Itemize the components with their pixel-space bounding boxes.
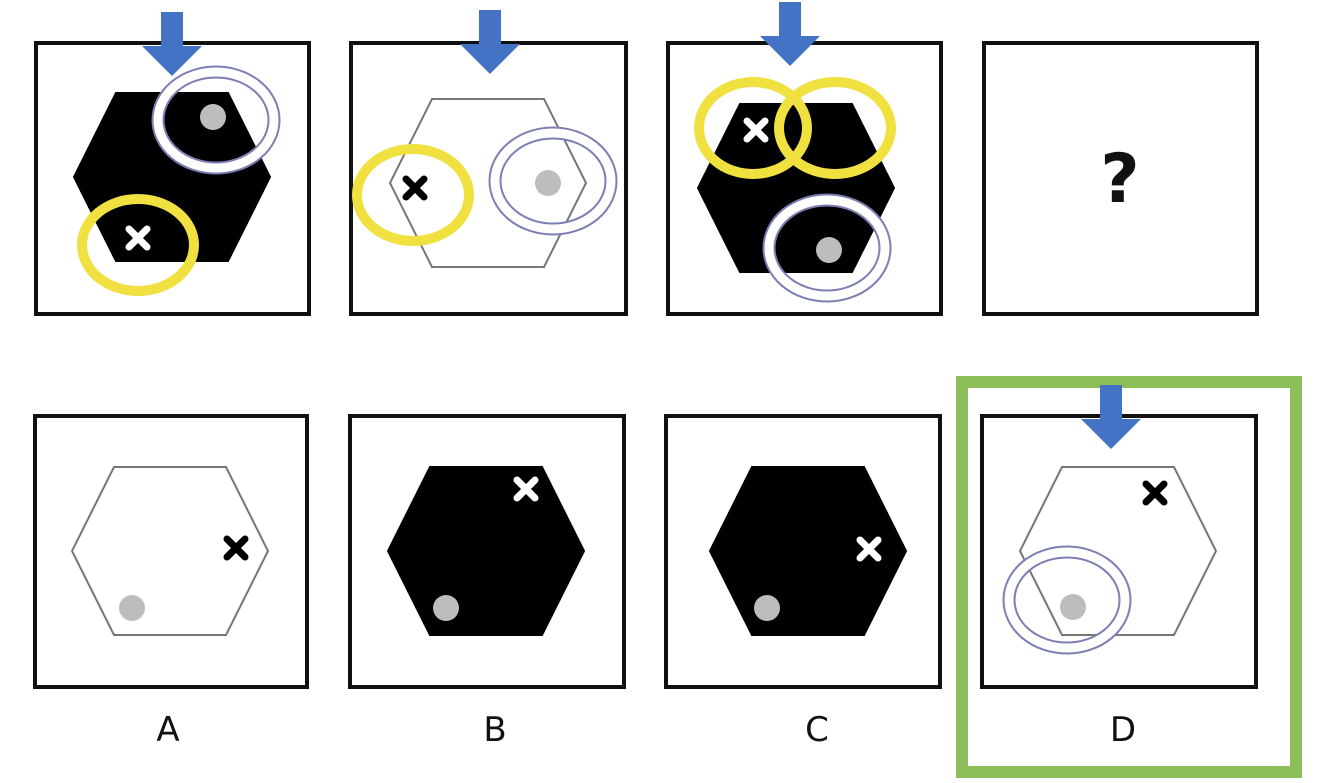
panel-3-x-mark (743, 117, 769, 143)
panel-1-hexagon (72, 92, 272, 262)
panel-3-dot (816, 237, 842, 263)
option-b-dot (433, 595, 459, 621)
option-b-x-mark (513, 476, 539, 502)
question-mark: ? (1100, 140, 1140, 219)
option-a-hexagon (70, 466, 270, 636)
option-label-c[interactable]: C (805, 710, 829, 750)
panel-2-yellow-ring (352, 144, 474, 246)
panel-3-arrow-icon (760, 2, 820, 66)
option-d-white-ring (1002, 545, 1132, 655)
panel-1-white-ring (151, 65, 281, 175)
panel-3-hexagon (696, 103, 896, 273)
panel-3-white-ring (762, 193, 892, 303)
option-d-hexagon (1018, 466, 1218, 636)
option-d-arrow-icon (1081, 385, 1141, 449)
panel-2-arrow-icon (460, 10, 520, 74)
option-frame-a[interactable] (33, 414, 309, 689)
selected-highlight (956, 376, 1302, 778)
panel-1-yellow-ring (77, 194, 199, 296)
panel-3-yellow-ring-2 (774, 77, 896, 179)
panel-1-arrow-icon (142, 12, 202, 76)
panel-1-dot (200, 104, 226, 130)
option-label-d[interactable]: D (1109, 710, 1137, 750)
option-d-dot (1060, 594, 1086, 620)
panel-2-dot (535, 170, 561, 196)
panel-2-white-ring (488, 126, 618, 236)
sequence-frame-4 (982, 41, 1259, 316)
option-a-x-mark (223, 535, 249, 561)
option-b-hexagon (386, 466, 586, 636)
option-c-x-mark (856, 536, 882, 562)
option-d-x-mark (1142, 480, 1168, 506)
panel-3-yellow-ring-1 (694, 77, 812, 179)
panel-2-hexagon (388, 98, 588, 268)
panel-2-x-mark (402, 175, 428, 201)
sequence-frame-2 (349, 41, 628, 316)
option-c-hexagon (708, 466, 908, 636)
option-c-dot (754, 595, 780, 621)
option-label-a[interactable]: A (156, 710, 180, 750)
option-label-b[interactable]: B (483, 710, 507, 750)
option-a-dot (119, 595, 145, 621)
panel-1-x-mark (125, 225, 151, 251)
